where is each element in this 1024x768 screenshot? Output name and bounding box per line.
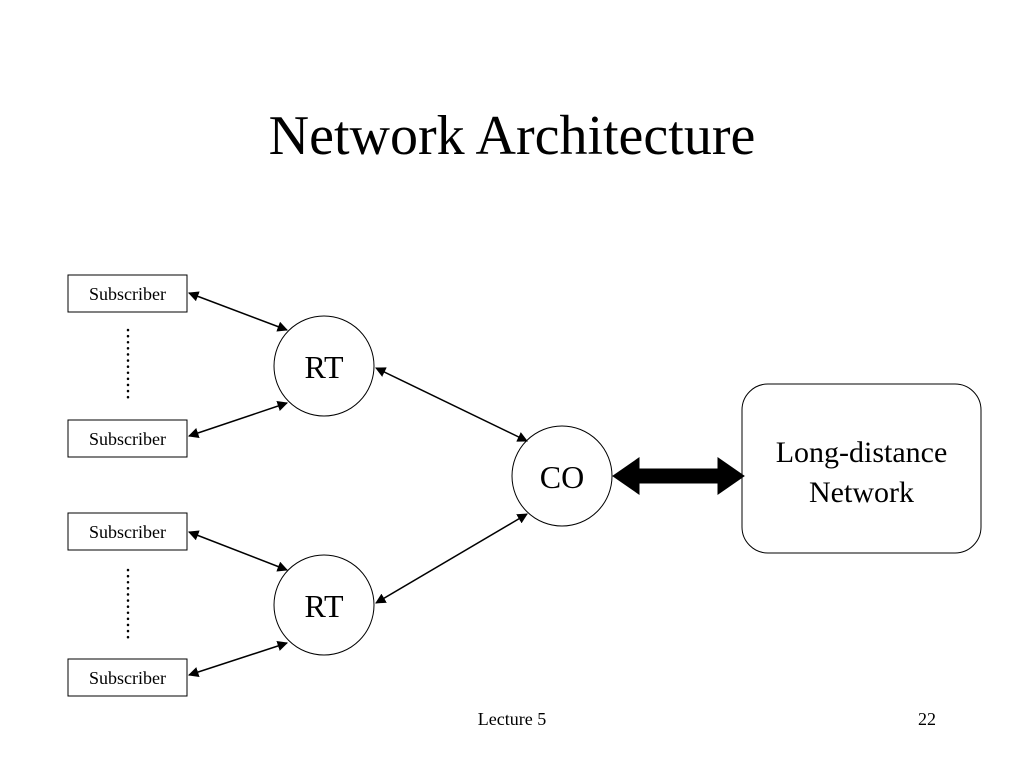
long-distance-network-node: Long-distance Network bbox=[741, 383, 982, 554]
subscriber-label-1: Subscriber bbox=[89, 284, 166, 304]
link-subscriber-1-rt-upper bbox=[188, 291, 288, 332]
link-rt-lower-co bbox=[375, 513, 528, 604]
rt-node-upper: RT bbox=[273, 315, 375, 417]
slide-title: Network Architecture bbox=[268, 105, 756, 167]
co-label: CO bbox=[540, 459, 584, 495]
subscriber-box-2: Subscriber bbox=[67, 419, 188, 458]
link-subscriber-4-rt-lower bbox=[188, 640, 288, 678]
network-label-line2: Network bbox=[809, 476, 914, 509]
subscriber-box-1: Subscriber bbox=[67, 274, 188, 313]
co-node: CO bbox=[511, 425, 613, 527]
link-subscriber-3-rt-lower bbox=[188, 530, 288, 572]
subscriber-box-4: Subscriber bbox=[67, 658, 188, 697]
link-subscriber-2-rt-upper bbox=[188, 401, 288, 438]
subscriber-label-3: Subscriber bbox=[89, 522, 166, 542]
subscriber-box-3: Subscriber bbox=[67, 512, 188, 551]
link-co-long-distance-network bbox=[612, 457, 745, 495]
footer-lecture-label: Lecture 5 bbox=[477, 709, 547, 729]
subscriber-label-4: Subscriber bbox=[89, 668, 166, 688]
link-rt-upper-co bbox=[375, 367, 528, 442]
rt-label-upper: RT bbox=[305, 349, 344, 385]
network-label-line1: Long-distance bbox=[776, 436, 948, 469]
rt-node-lower: RT bbox=[273, 554, 375, 656]
subscriber-label-2: Subscriber bbox=[89, 429, 166, 449]
rt-label-lower: RT bbox=[305, 588, 344, 624]
page-number: 22 bbox=[918, 709, 936, 729]
